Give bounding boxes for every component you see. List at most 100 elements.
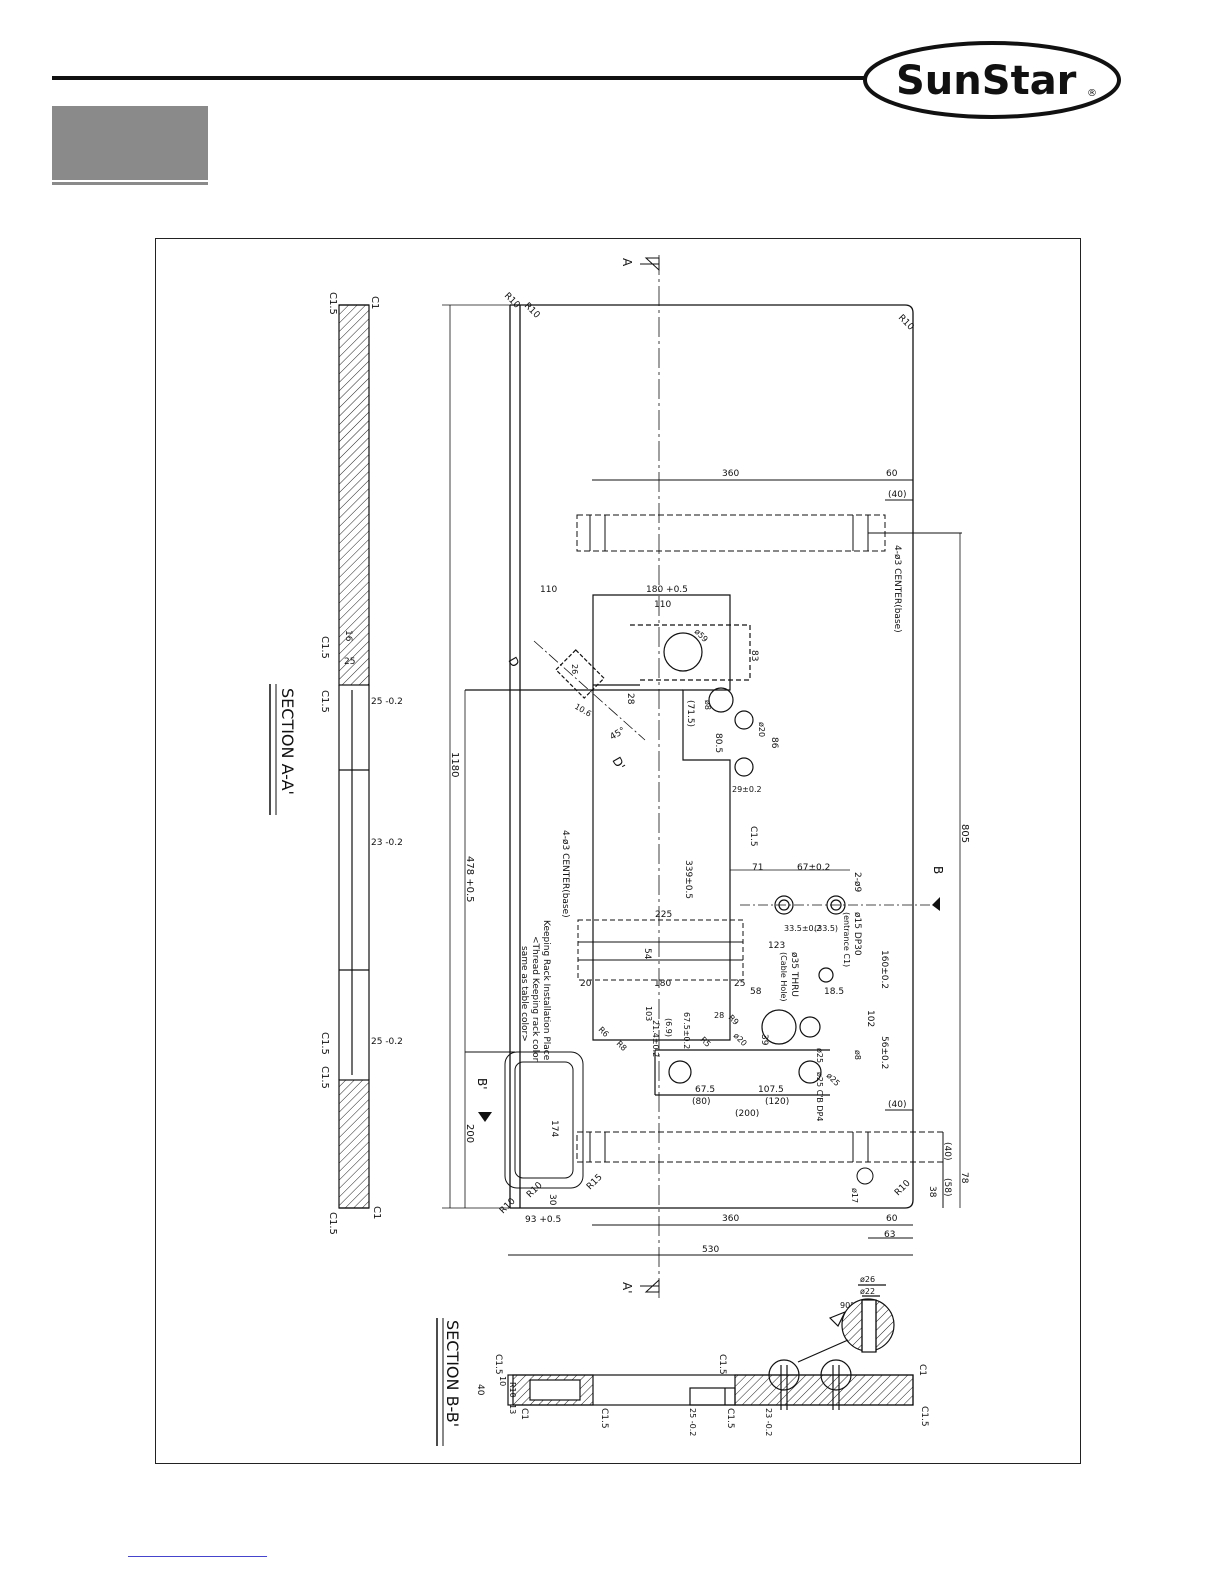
dim-39: 39 [759,1034,769,1046]
label-c15-a2: C1.5 [327,1212,338,1235]
note-phi20-b: ø20 [732,1031,749,1048]
dim-40-side: (40) [942,1142,952,1160]
label-c15-b3: C1.5 [599,1408,609,1429]
note-thread-keeping: <Thread Keeping rack color [530,936,540,1062]
label-c15-a3: C1.5 [319,636,330,659]
dim-25-tol-a1: 25 -0.2 [371,697,403,707]
note-phi17: ø17 [850,1188,859,1203]
note-cable: ø35 THRU [789,952,799,997]
dim-58: 58 [750,987,762,997]
dim-86: 86 [769,737,779,749]
dim-71-5: (71.5) [685,700,695,727]
label-r8: R8 [615,1039,629,1053]
dim-23-tol-bb: 23 -0.2 [764,1408,773,1436]
marker-d-bottom: D' [609,755,627,773]
dim-21-4: 21.4±0.2 [651,1020,660,1057]
thread-rack-area [577,919,744,981]
dim-174: 174 [549,1120,559,1137]
note-center-left: 4-ø3 CENTER(base) [560,830,570,918]
dim-67-5: 67.5 [695,1085,715,1095]
note-dp30: ø15 DP30 [852,912,862,956]
label-r9: R9 [727,1013,741,1027]
dim-6-9: (6.9) [664,1018,673,1037]
dim-13-bb: 13 [508,1404,517,1414]
label-c15-b2: C1.5 [717,1354,727,1375]
upper-bracket [576,479,962,552]
label-c15-b4: C1.5 [725,1408,735,1429]
label-c1-b2: C1 [519,1408,529,1420]
dim-29: 29±0.2 [732,785,762,794]
note-entrance: (entrance C1) [842,912,851,967]
section-tab-underline [52,182,208,185]
dim-16-a: 16 [343,630,353,642]
dim-54: 54 [642,948,652,960]
dim-83: 83 [749,650,759,661]
dim-25-tol-a2: 25 -0.2 [371,1037,403,1047]
note-keeping-rack: Keeping Rack Installation Place [541,920,551,1061]
label-c15-a6: C1.5 [319,1066,330,1089]
dim-45-deg: 45° [609,726,628,743]
label-r5: R5 [699,1035,713,1049]
marker-b-right: B [931,866,945,874]
dim-360-bottom: 360 [722,1214,739,1224]
label-r10-tl2: R10 [522,301,542,321]
note-phi8: ø8 [703,700,712,710]
section-aa-view [338,304,370,1209]
dimension-lines-left [442,304,510,1209]
marker-a-top: A [620,258,634,267]
dim-30: 30 [547,1194,557,1206]
dim-71: 71 [752,863,763,873]
dim-530: 530 [702,1245,719,1255]
label-c1-a2: C1 [371,1206,382,1219]
dim-102: 102 [865,1010,875,1027]
dim-28-a: 28 [625,693,635,705]
dim-60-bottom: 60 [886,1214,898,1224]
dim-93: 93 +0.5 [525,1215,561,1225]
brand-name: SunStar [896,58,1077,104]
dim-67: 67±0.2 [797,863,830,873]
dim-56: 56±0.2 [879,1036,889,1069]
drawing-frame [155,238,1081,1464]
dim-40-bottom: (40) [888,1100,906,1110]
section-tab-block [52,106,208,180]
note-hole-2: 2-ø9 [852,872,862,892]
label-c15-a5: C1.5 [319,1032,330,1055]
dim-18-5: 18.5 [824,987,844,997]
dim-120p: (120) [765,1097,789,1107]
dim-103: 103 [644,1006,653,1021]
section-bb-label: SECTION B-B' [443,1320,462,1427]
sunstar-logo: SunStar ® [863,41,1121,119]
registered-mark: ® [1087,88,1097,99]
dim-23-tol-a: 23 -0.2 [371,838,403,848]
dim-107-5: 107.5 [758,1085,784,1095]
note-cb-dp4: ø25 C'B DP4 [815,1072,824,1122]
dim-1180: 1180 [449,752,460,777]
note-phi26: ø26 [860,1275,875,1284]
dim-78: 78 [959,1172,969,1184]
note-same-color: same as table color> [519,946,529,1042]
dim-160: 160±0.2 [879,950,889,989]
label-r10-tl1: R10 [502,291,522,311]
lower-bracket [465,1051,944,1256]
dim-25-plan: 25 [734,979,745,989]
label-r10-bb: R10 [508,1382,517,1398]
dim-40-top: (40) [888,490,906,500]
note-cable-hole: (Cable Hole) [779,952,788,1002]
note-phi25-b: ø25 [825,1071,842,1088]
label-r6: R6 [597,1025,611,1039]
dim-58-side: (58) [942,1178,952,1196]
label-c1-a1: C1 [369,296,380,309]
cutout-pocket [465,594,754,1041]
dim-25-a: 25 [344,657,355,667]
dim-123: 123 [768,941,785,951]
note-phi22: ø22 [860,1287,875,1296]
marker-b-left: B' [475,1078,489,1090]
dim-110-a: 110 [540,585,557,595]
label-r10-bl2: R10 [525,1180,545,1200]
dim-225: 225 [655,910,672,920]
label-c15-a1: C1.5 [327,292,338,315]
label-c15-plan1: C1.5 [748,826,758,847]
dim-10-bb: 10 [498,1376,507,1386]
dim-180-tol: 180 +0.5 [646,585,688,595]
